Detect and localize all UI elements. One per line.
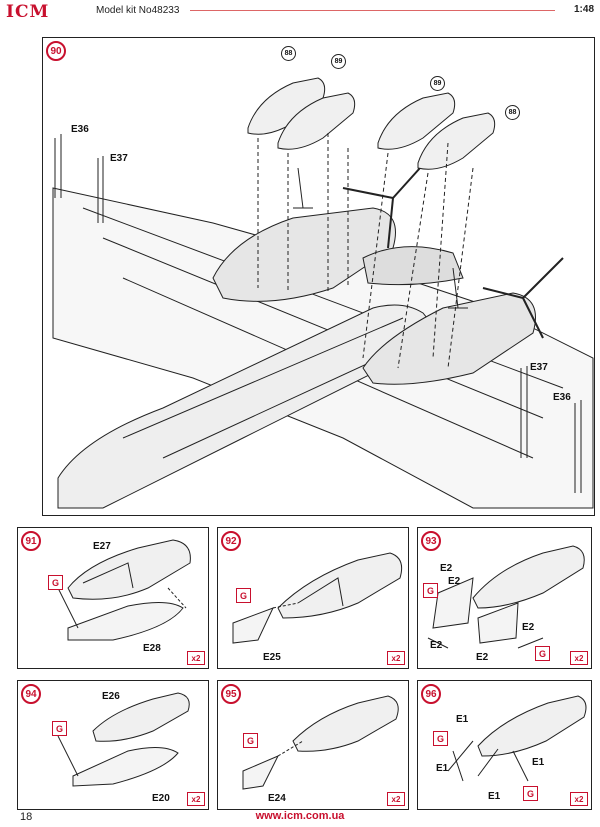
quantity-badge: x2 [570,651,588,665]
step-92-panel: 92 E25 G x2 [217,527,409,669]
glue-marker: G [52,721,67,736]
drop-tank-illustration [57,539,191,641]
glue-marker: G [433,731,448,746]
kit-title: Model kit No48233 [96,5,180,16]
quantity-badge: x2 [187,792,205,806]
label-e28: E28 [143,643,161,654]
label-e20: E20 [152,793,170,804]
ref-circle-3: 89 [430,76,445,91]
step-93-number: 93 [421,531,441,551]
label-e2-3: E2 [522,622,535,633]
label-e36-left: E36 [71,124,89,135]
label-e1-4: E1 [488,791,501,802]
quantity-badge: x2 [570,792,588,806]
label-e26: E26 [102,691,120,702]
website-link[interactable]: www.icm.com.ua [255,810,345,822]
ref-circle-2: 89 [331,54,346,69]
label-e27: E27 [93,541,111,552]
glue-marker: G [236,588,251,603]
glue-marker-2: G [535,646,550,661]
label-e2-4: E2 [430,640,443,651]
step-95-number: 95 [221,684,241,704]
drop-tank-illustration [232,552,403,644]
step-92-number: 92 [221,531,241,551]
step-94-panel: 94 E26 E20 G x2 [17,680,209,810]
label-e1-2: E1 [436,763,449,774]
glue-marker: G [48,575,63,590]
drop-tank-illustration [447,695,587,782]
quantity-badge: x2 [387,792,405,806]
logo-wordmark: ICM [6,2,50,22]
drop-tank-illustration [427,545,585,649]
label-e37-right: E37 [530,362,548,373]
ref-circle-1: 88 [281,46,296,61]
step-96-number: 96 [421,684,441,704]
step-93-panel: 93 E2 E2 E2 E2 E2 G G x2 [417,527,592,669]
label-e2-2: E2 [448,576,461,587]
step-91-number: 91 [21,531,41,551]
label-e25: E25 [263,652,281,663]
glue-marker: G [423,583,438,598]
label-e37-left: E37 [110,153,128,164]
drop-tank-illustration [57,692,190,787]
step-94-number: 94 [21,684,41,704]
label-e1-1: E1 [456,714,469,725]
label-e1-3: E1 [532,757,545,768]
label-e24: E24 [268,793,286,804]
drop-tank-illustration [242,695,399,790]
aircraft-wing-illustration [52,77,594,509]
quantity-badge: x2 [187,651,205,665]
glue-marker-2: G [523,786,538,801]
scale-label: 1:48 [573,4,594,15]
icm-logo: ICM [6,2,84,24]
label-e36-right: E36 [553,392,571,403]
step-96-panel: 96 E1 E1 E1 E1 G G x2 [417,680,592,810]
label-e2-5: E2 [476,652,489,663]
page-number: 18 [20,811,33,823]
step-91-panel: 91 E27 E28 G x2 [17,527,209,669]
step-95-panel: 95 E24 G x2 [217,680,409,810]
header-divider [190,10,555,11]
step-90-panel: 90 88 89 89 88 E36 E37 E37 E36 [42,37,595,516]
ref-circle-4: 88 [505,105,520,120]
label-e2-1: E2 [440,563,453,574]
glue-marker: G [243,733,258,748]
quantity-badge: x2 [387,651,405,665]
step-90-number: 90 [46,41,66,61]
